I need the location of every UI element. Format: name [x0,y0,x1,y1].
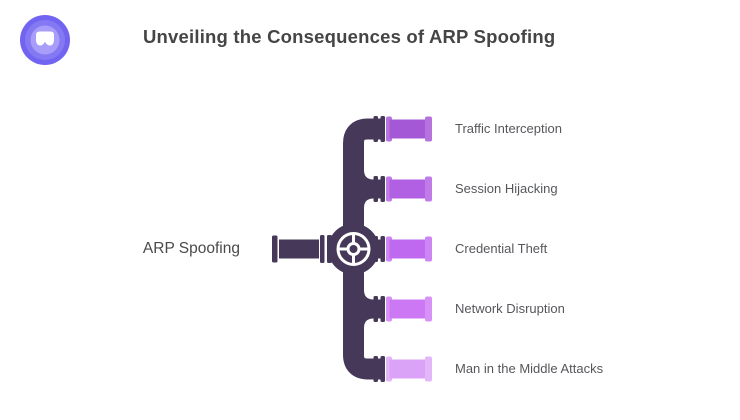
branch-flange-bar [373,116,378,142]
inlet-pipe-body [279,239,319,259]
logo-icon [20,15,70,65]
branch-pipe-body [389,119,427,139]
fillet [364,198,374,208]
valve-hub [346,242,361,256]
branch-flange-bar [380,356,385,382]
branch-pipe-body [389,359,427,379]
branch-pipe-body [389,239,427,259]
valve-wheel-icon [336,232,371,266]
branch-pipe-cap [425,296,432,322]
branch-flange-bar [373,296,378,322]
branch-label: Session Hijacking [455,181,558,196]
branch-pipe-3 [386,236,432,262]
fillet [364,290,374,300]
fillet [364,170,374,180]
inlet-pipe-flange [272,235,278,263]
branch-label: Traffic Interception [455,121,562,136]
branch-pipe-5 [386,356,432,382]
branch-flange-bar [373,356,378,382]
inlet-pipe-bar [320,235,325,263]
branch-pipe-4 [386,296,432,322]
branch-flange-bar [380,176,385,202]
fillet [364,318,374,328]
branch-label: Network Disruption [455,301,565,316]
branch-flange-bar [380,296,385,322]
tooth-icon [36,31,54,46]
branch-pipe-body [389,299,427,319]
branch-flange-bar [380,236,385,262]
branch-pipe-cap [425,176,432,202]
branch-label: Credential Theft [455,241,548,256]
branch-flange-bar [373,176,378,202]
branch-pipe-cap [425,116,432,142]
branch-pipe-body [389,179,427,199]
branch-label: Man in the Middle Attacks [455,361,604,376]
branch-pipe-cap [425,236,432,262]
page-title: Unveiling the Consequences of ARP Spoofi… [143,26,556,47]
branch-flange-bar [380,116,385,142]
root-node-label: ARP Spoofing [142,240,240,257]
branch-pipe-2 [386,176,432,202]
branch-pipe-1 [386,116,432,142]
branch-pipe-cap [425,356,432,382]
